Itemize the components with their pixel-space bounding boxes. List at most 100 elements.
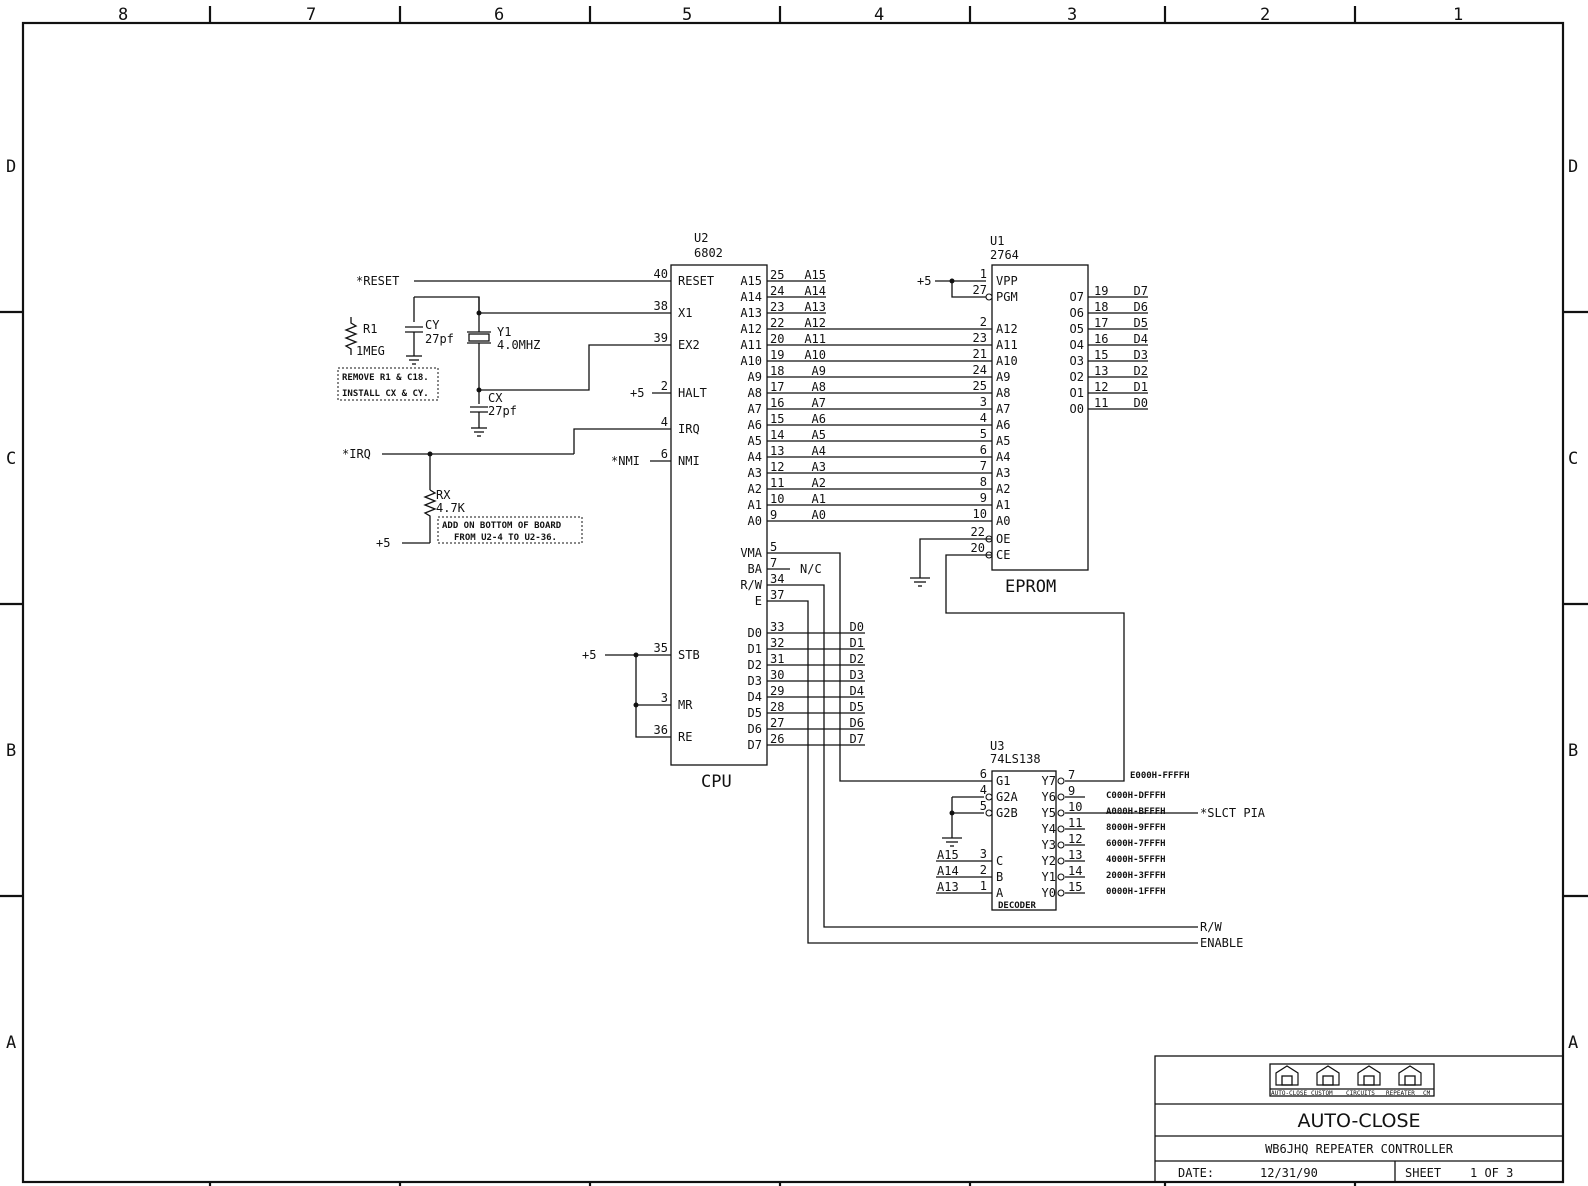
pin-number: 30: [770, 668, 784, 682]
pin-number: 6: [980, 443, 987, 457]
net-label: A8: [812, 380, 826, 394]
pin-name: O0: [1070, 402, 1084, 416]
net-plus5-halt: +5: [630, 386, 644, 400]
pin-name: G1: [996, 774, 1010, 788]
note-line: INSTALL CX & CY.: [342, 389, 429, 399]
pin-number: 29: [770, 684, 784, 698]
pin-number: 13: [770, 444, 784, 458]
inversion-bubble: [985, 793, 993, 801]
pin-name: D3: [748, 674, 762, 688]
sheet-value: 1 OF 3: [1470, 1166, 1513, 1180]
pin-name: A15: [740, 274, 762, 288]
pin-name: C: [996, 854, 1003, 868]
pin-name: A0: [996, 514, 1010, 528]
pin-number: 3: [980, 395, 987, 409]
pin-number: 27: [973, 283, 987, 297]
pin-number: 10: [1068, 800, 1082, 814]
net-label: A1: [812, 492, 826, 506]
net-label: D3: [850, 668, 864, 682]
pin-name: A1: [996, 498, 1010, 512]
pin-name: A4: [748, 450, 762, 464]
company-logo: AUTO-CLOSE CUSTOM CIRCUITS REPEATER CM: [1269, 1063, 1435, 1097]
pin-name: VMA: [740, 546, 762, 560]
pin-number: 22: [971, 525, 985, 539]
title-block-title: AUTO-CLOSE: [1297, 1110, 1420, 1132]
u2-ref: U2: [694, 231, 708, 245]
pin-number: 11: [1068, 816, 1082, 830]
net-label: A10: [804, 348, 826, 362]
zone-col-label: 7: [306, 5, 316, 25]
pin-name: R/W: [740, 578, 762, 592]
net-nmi-label: *NMI: [611, 454, 640, 468]
address-range-label: 2000H-3FFFH: [1106, 871, 1166, 881]
pin-name: A6: [996, 418, 1010, 432]
pin-number: 12: [1068, 832, 1082, 846]
pin-name: Y6: [1042, 790, 1056, 804]
pin-number: 15: [770, 412, 784, 426]
net-label: D4: [850, 684, 864, 698]
net-plus5-vpp: +5: [917, 274, 931, 288]
pin-name: D0: [748, 626, 762, 640]
cy-value: 27pf: [425, 332, 454, 346]
u1-ref: U1: [990, 234, 1004, 248]
u2-part: 6802: [694, 246, 723, 260]
pin-number: 8: [980, 475, 987, 489]
passive-labels: R1 1MEG CY 27pf Y1 4.0MHZ CX 27pf RX 4.7…: [356, 318, 540, 515]
inversion-bubble: [985, 809, 993, 817]
y1-value: 4.0MHZ: [497, 338, 540, 352]
address-range-label: 0000H-1FFFH: [1106, 887, 1166, 897]
pin-number: 9: [980, 491, 987, 505]
pin-name: A12: [996, 322, 1018, 336]
pin-name: A9: [748, 370, 762, 384]
pin-number: 32: [770, 636, 784, 650]
zone-row-label: C: [1568, 449, 1578, 469]
address-range-label: A000H-BFFFH: [1106, 807, 1166, 817]
pin-number: 35: [654, 641, 668, 655]
address-range-label: 8000H-9FFFH: [1106, 823, 1166, 833]
pin-number: 34: [770, 572, 784, 586]
pin-number: 31: [770, 652, 784, 666]
pin-number: 19: [770, 348, 784, 362]
net-label: D2: [850, 652, 864, 666]
net-plus5-stb: +5: [582, 648, 596, 662]
pin-number: 1: [980, 879, 987, 893]
pin-name: A1: [748, 498, 762, 512]
pin-number: 2: [980, 863, 987, 877]
pin-number: 16: [1094, 332, 1108, 346]
pin-name: O4: [1070, 338, 1084, 352]
pin-number: 7: [980, 459, 987, 473]
pin-number: 3: [980, 847, 987, 861]
zone-row-label: C: [6, 449, 16, 469]
pin-name: STB: [678, 648, 700, 662]
house-icon: [1316, 1065, 1340, 1086]
net-label: D0: [1134, 396, 1148, 410]
logo-caption: AUTO-CLOSE: [1271, 1090, 1308, 1097]
pin-name: B: [996, 870, 1003, 884]
pin-name: A7: [996, 402, 1010, 416]
net-enable-label: ENABLE: [1200, 936, 1243, 950]
u3-name: DECODER: [998, 901, 1037, 911]
pin-number: 15: [1094, 348, 1108, 362]
pin-name: A4: [996, 450, 1010, 464]
pin-name: RE: [678, 730, 692, 744]
rx-value: 4.7K: [436, 501, 466, 515]
pin-name: OE: [996, 532, 1010, 546]
zone-row-label: B: [1568, 741, 1578, 761]
note-line: FROM U2-4 TO U2-36.: [454, 533, 557, 543]
wires: [344, 278, 1198, 944]
net-label: D3: [1134, 348, 1148, 362]
net-label: D7: [850, 732, 864, 746]
inversion-bubble: [1057, 809, 1065, 817]
logo-caption: REPEATER: [1386, 1090, 1415, 1097]
pin-number: 17: [770, 380, 784, 394]
pin-name: A7: [748, 402, 762, 416]
pin-name: A10: [996, 354, 1018, 368]
net-irq-label: *IRQ: [342, 447, 371, 461]
pin-number: 23: [770, 300, 784, 314]
pin-name: O6: [1070, 306, 1084, 320]
pin-number: 11: [770, 476, 784, 490]
pin-name: A5: [996, 434, 1010, 448]
address-range-label: C000H-DFFFH: [1106, 791, 1166, 801]
